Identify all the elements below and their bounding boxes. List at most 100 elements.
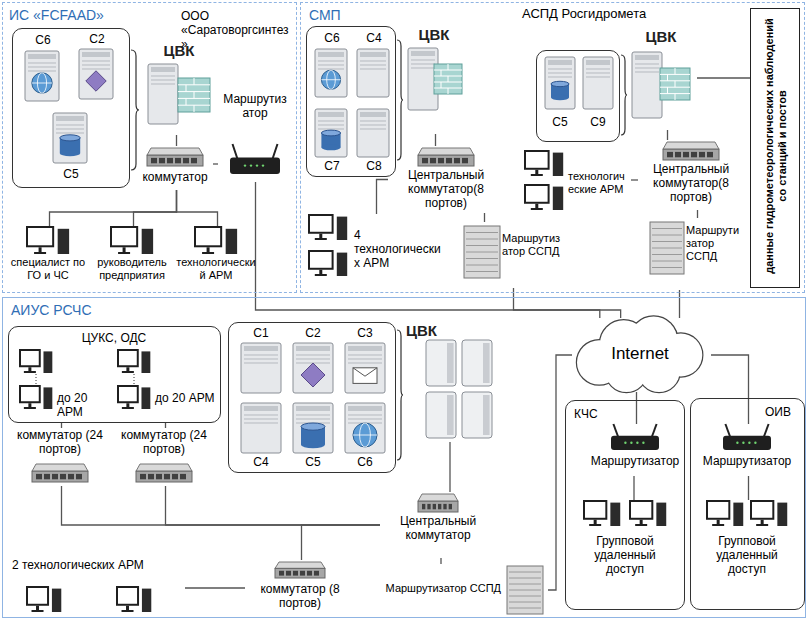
switch: Центральный коммутатор: [380, 492, 499, 558]
srvg-icon: [315, 49, 347, 97]
pc-icon: [26, 226, 69, 254]
network-link: [548, 355, 572, 590]
network-link: [636, 392, 637, 424]
network-link: [185, 587, 245, 588]
region-title: СМП: [309, 7, 369, 24]
server-group: C6C4C7C8: [306, 26, 396, 177]
srvdb-icon: [545, 57, 575, 109]
network-link: [711, 355, 749, 424]
node-label: C6: [27, 33, 59, 47]
region-title: АИУС РСЧС: [11, 302, 131, 319]
pc-icon: [524, 184, 563, 210]
node-label: Центральный коммутатор(8 портов): [638, 162, 744, 204]
srv-icon: [632, 52, 662, 118]
node-label: Internet: [572, 344, 708, 364]
switch: коммутатор (24 портов): [12, 428, 111, 486]
block-title: ЦВК: [140, 42, 218, 60]
block-title: ЦВК: [406, 322, 450, 340]
workstation: технологический АРМ: [176, 226, 259, 288]
internet-cloud: Internet: [572, 318, 711, 392]
node-label: C6: [315, 31, 349, 45]
network-link: [633, 476, 634, 500]
rack-icon: [507, 566, 543, 614]
node-label: Маршрутизатор ССПД: [502, 232, 562, 258]
system-region: ЦУКС, ОДСдо 20 АРМдо 20 АРМкоммутатор (2…: [2, 297, 806, 618]
network-link: [213, 163, 218, 164]
server-group: C1C2C3C4C5C6: [228, 322, 396, 473]
node-label: C9: [583, 115, 613, 129]
node-label: C2: [81, 32, 113, 46]
node-label: C2: [293, 326, 333, 340]
srvmail-icon: [345, 343, 385, 393]
sw-icon: [275, 562, 325, 578]
workstation: специалист по ГО и ЧС: [8, 226, 91, 288]
pc-icon: [750, 500, 787, 526]
block-title: ЦВК: [404, 26, 464, 44]
node-label: C5: [293, 455, 333, 469]
device-illustration: [307, 27, 397, 175]
pc-icon: [110, 226, 153, 254]
rack-icon: [464, 226, 500, 278]
router: Маршрутизатор ССПД: [648, 218, 747, 290]
node-label: ОИВ: [765, 405, 801, 419]
network-link: [134, 190, 177, 226]
pc-icon: [117, 385, 150, 409]
server-group: C5C9: [536, 50, 620, 142]
srv-icon: [241, 343, 281, 393]
node-label: КЧС: [574, 407, 614, 421]
network-link: [50, 190, 177, 226]
node-label: ООО «Саратоворгсинтез»: [181, 9, 293, 51]
sw-icon: [663, 142, 719, 160]
node-label: Маршрутизатор ССПД: [383, 582, 501, 595]
switch: Центральный коммутатор(8 портов): [388, 146, 507, 213]
network-link: [679, 290, 680, 318]
srv-icon: [357, 109, 389, 157]
srvd-icon: [293, 343, 333, 393]
region-title: ИС «FCFAAD»: [9, 7, 159, 24]
router: Маршрутизатор ССПД: [383, 564, 548, 616]
node-label: технологический АРМ: [176, 256, 256, 282]
node-label: 4 технологических АРМ: [354, 228, 444, 270]
pc-icon: [524, 150, 563, 176]
network-link: [748, 476, 749, 500]
dots-icon: [134, 374, 135, 384]
pc-icon: [629, 500, 666, 526]
group-brace: [397, 40, 403, 160]
srv-icon: [241, 403, 281, 453]
device-illustration: [404, 322, 496, 442]
switch: коммутатор (8 портов): [245, 560, 358, 616]
srvg-icon: [25, 51, 59, 101]
sw-icon: [32, 464, 88, 482]
node-label: специалист по ГО и ЧС: [8, 256, 88, 282]
node-label: C8: [357, 159, 391, 173]
network-link: [440, 558, 441, 564]
node-label: 2 технологических АРМ: [12, 558, 182, 572]
rack-icon: [650, 222, 684, 274]
node-label: C4: [357, 31, 391, 45]
pc-icon: [117, 349, 150, 373]
block-title: ЦВК: [628, 28, 694, 46]
data-source: данные гидрометеорологических наблюдений…: [750, 8, 800, 288]
srv-icon: [583, 57, 613, 109]
node-label: C3: [345, 326, 385, 340]
switch: Центральный коммутатор(8 портов): [638, 140, 747, 210]
srvdb-icon: [53, 113, 87, 163]
sw-icon: [418, 494, 458, 512]
group-brace: [397, 330, 403, 460]
node-label: Маршрутизатор: [220, 92, 290, 120]
srvd-icon: [79, 49, 113, 99]
node-label: Центральный коммутатор(8 портов): [388, 168, 504, 210]
node-label: Маршрутизатор: [590, 454, 680, 468]
pc-icon: [583, 500, 620, 526]
node-label: Групповой удаленный доступ: [700, 534, 794, 576]
server-firewall: ЦВК: [404, 24, 467, 134]
remote-site: МаршрутизаторГрупповой удаленный доступК…: [565, 400, 685, 610]
sw-icon: [147, 148, 203, 166]
node-label: до 20 АРМ: [57, 391, 115, 419]
node-label: Маршрутизатор: [700, 454, 794, 468]
sw-icon: [136, 464, 192, 482]
device-illustration: [700, 424, 794, 476]
switch: коммутатор: [140, 146, 213, 190]
network-link: [631, 179, 638, 180]
